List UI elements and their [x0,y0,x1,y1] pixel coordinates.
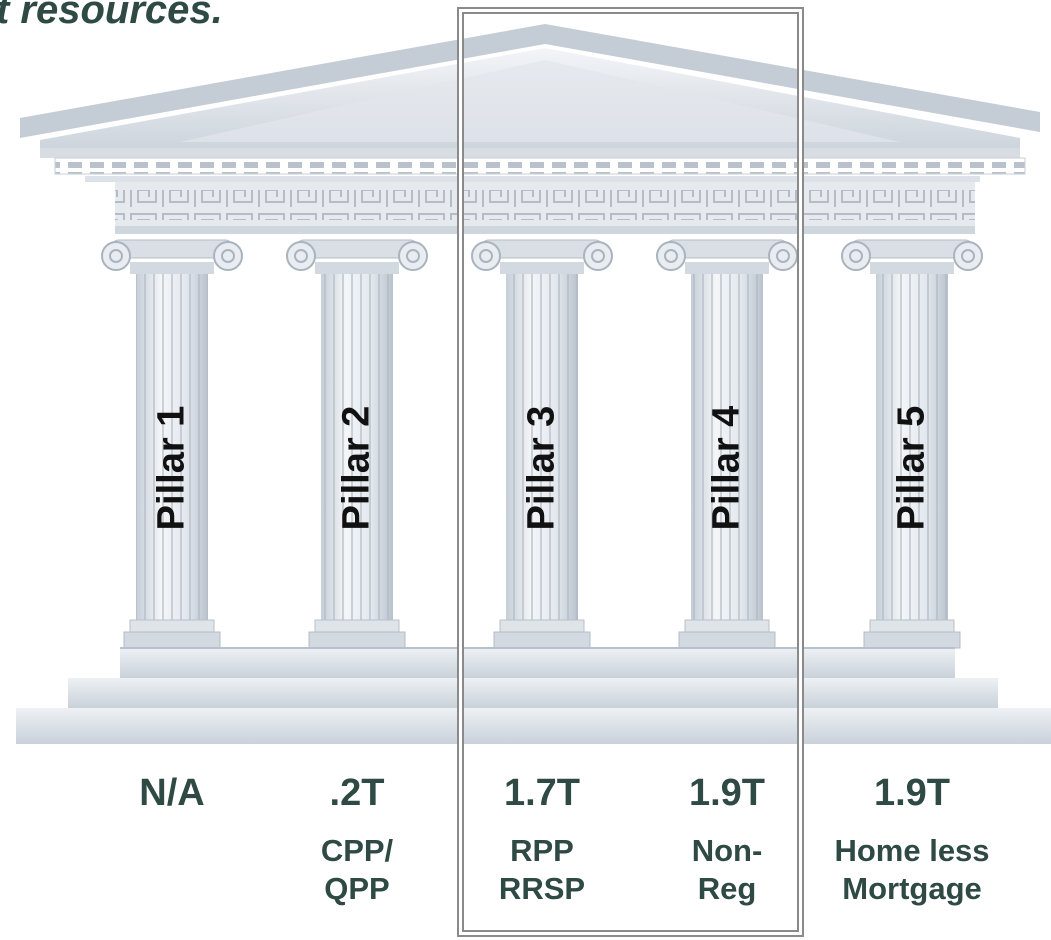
pillar-amount-3: 1.7T [503,772,581,814]
column-5 [841,239,983,649]
pillar-amount-2: .2T [329,772,385,814]
pillar-label-5: Pillar 5 [890,405,933,531]
pillar-description-4: Non-Reg [692,832,763,908]
pillar-description-line: Non- [691,833,763,868]
column-1 [101,239,243,649]
temple-base [16,647,1051,744]
pillar-description-line: QPP [324,871,390,906]
pillar-description-line: Mortgage [842,871,982,906]
pediment [20,24,1040,182]
pillar-amount-1: N/A [139,772,205,814]
pillar-description-line: Home less [834,833,990,868]
pillar-label-1: Pillar 1 [150,405,193,531]
pillar-description-line: CPP/ [320,833,394,868]
pillar-description-line: Reg [697,871,757,906]
pillar-label-2: Pillar 2 [335,405,378,531]
pillar-label-4: Pillar 4 [705,405,748,531]
frieze [115,182,975,234]
column-3 [471,239,613,649]
pillar-description-line: RPP [510,833,574,868]
pillar-amount-5: 1.9T [873,772,951,814]
slide-heading: t resources. [0,0,223,32]
pillar-description-line: RRSP [498,871,586,906]
column-4 [656,239,798,649]
pillar-amount-4: 1.9T [688,772,766,814]
columns [101,239,983,649]
pillar-description-2: CPP/QPP [321,832,393,908]
pillar-label-3: Pillar 3 [520,405,563,531]
column-2 [286,239,428,649]
